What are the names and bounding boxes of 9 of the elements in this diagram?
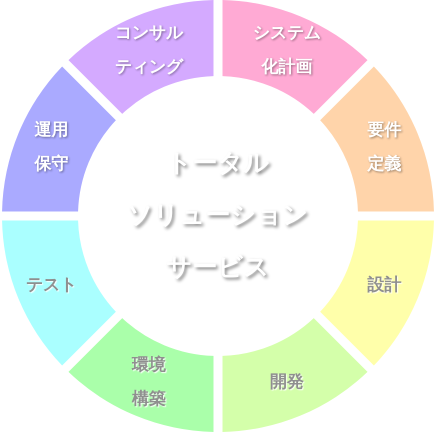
- segment-label: 環境構築: [132, 354, 166, 412]
- segment-label: コンサルティング: [115, 22, 184, 79]
- segment-label: 設計: [367, 274, 402, 297]
- segment-label: 運用保守: [34, 119, 69, 176]
- center-text: トータルソリューションサービス: [128, 147, 308, 284]
- segment-label: テスト: [26, 274, 78, 297]
- segment-label: 要件定義: [367, 119, 402, 176]
- segment-label: 開発: [270, 371, 304, 394]
- segment-label: システム化計画: [252, 22, 321, 79]
